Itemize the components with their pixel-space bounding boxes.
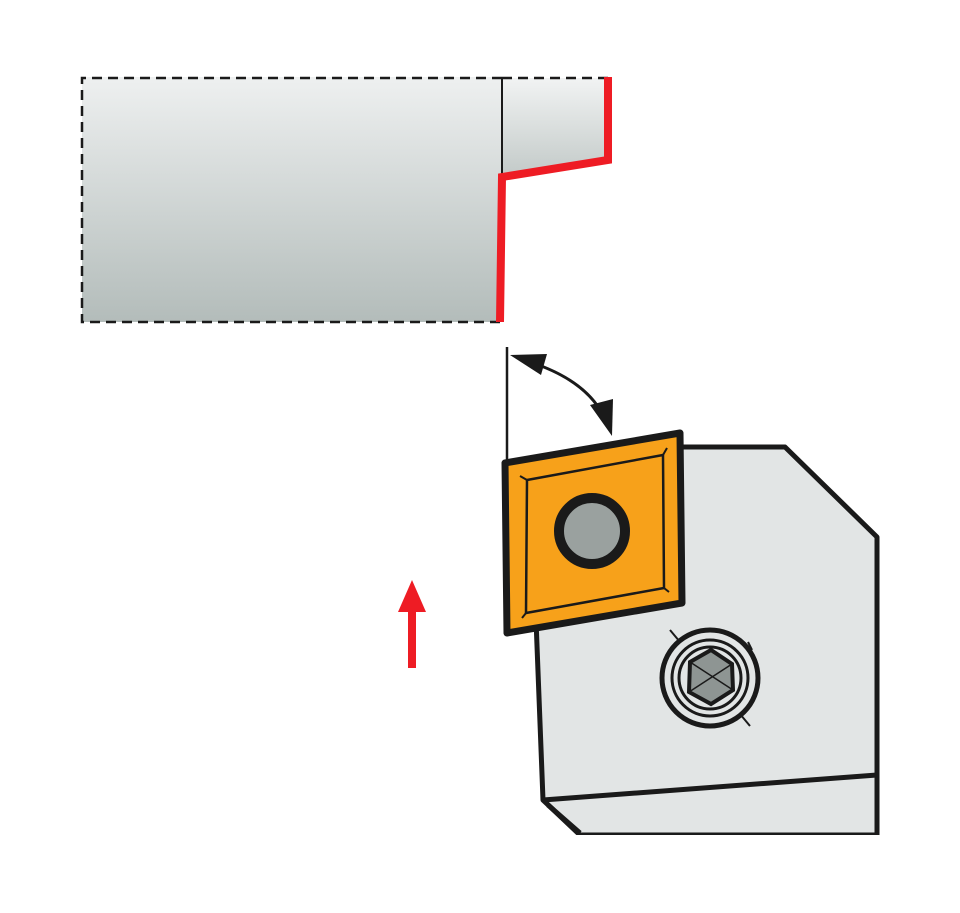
cutting-insert (501, 429, 686, 637)
insert-corner-line (663, 587, 670, 593)
workpiece-removed-material (502, 78, 608, 177)
hex-cross-line (689, 661, 734, 691)
insert-corner-line (521, 612, 527, 619)
holder-corner-edge (546, 803, 582, 835)
feed-direction-arrow-icon (398, 580, 426, 668)
angle-arrowhead-right (590, 399, 613, 436)
cut-profile (496, 77, 612, 323)
insert-hole (554, 493, 630, 569)
holder-bottom-edge (542, 772, 878, 803)
workpiece (80, 76, 612, 324)
workpiece-body (82, 77, 502, 322)
hex-cross-line (688, 663, 733, 693)
holder-cover (575, 835, 885, 855)
screw-tick (747, 641, 753, 651)
insert-corner-line (662, 447, 668, 456)
insert-corner-line (519, 475, 528, 481)
clamp-screw (659, 627, 761, 729)
entering-angle-indicator (505, 347, 613, 460)
angle-arrowhead-left (510, 354, 547, 375)
workpiece-dashed-outline (80, 76, 608, 324)
feed-arrow-head (398, 580, 426, 612)
